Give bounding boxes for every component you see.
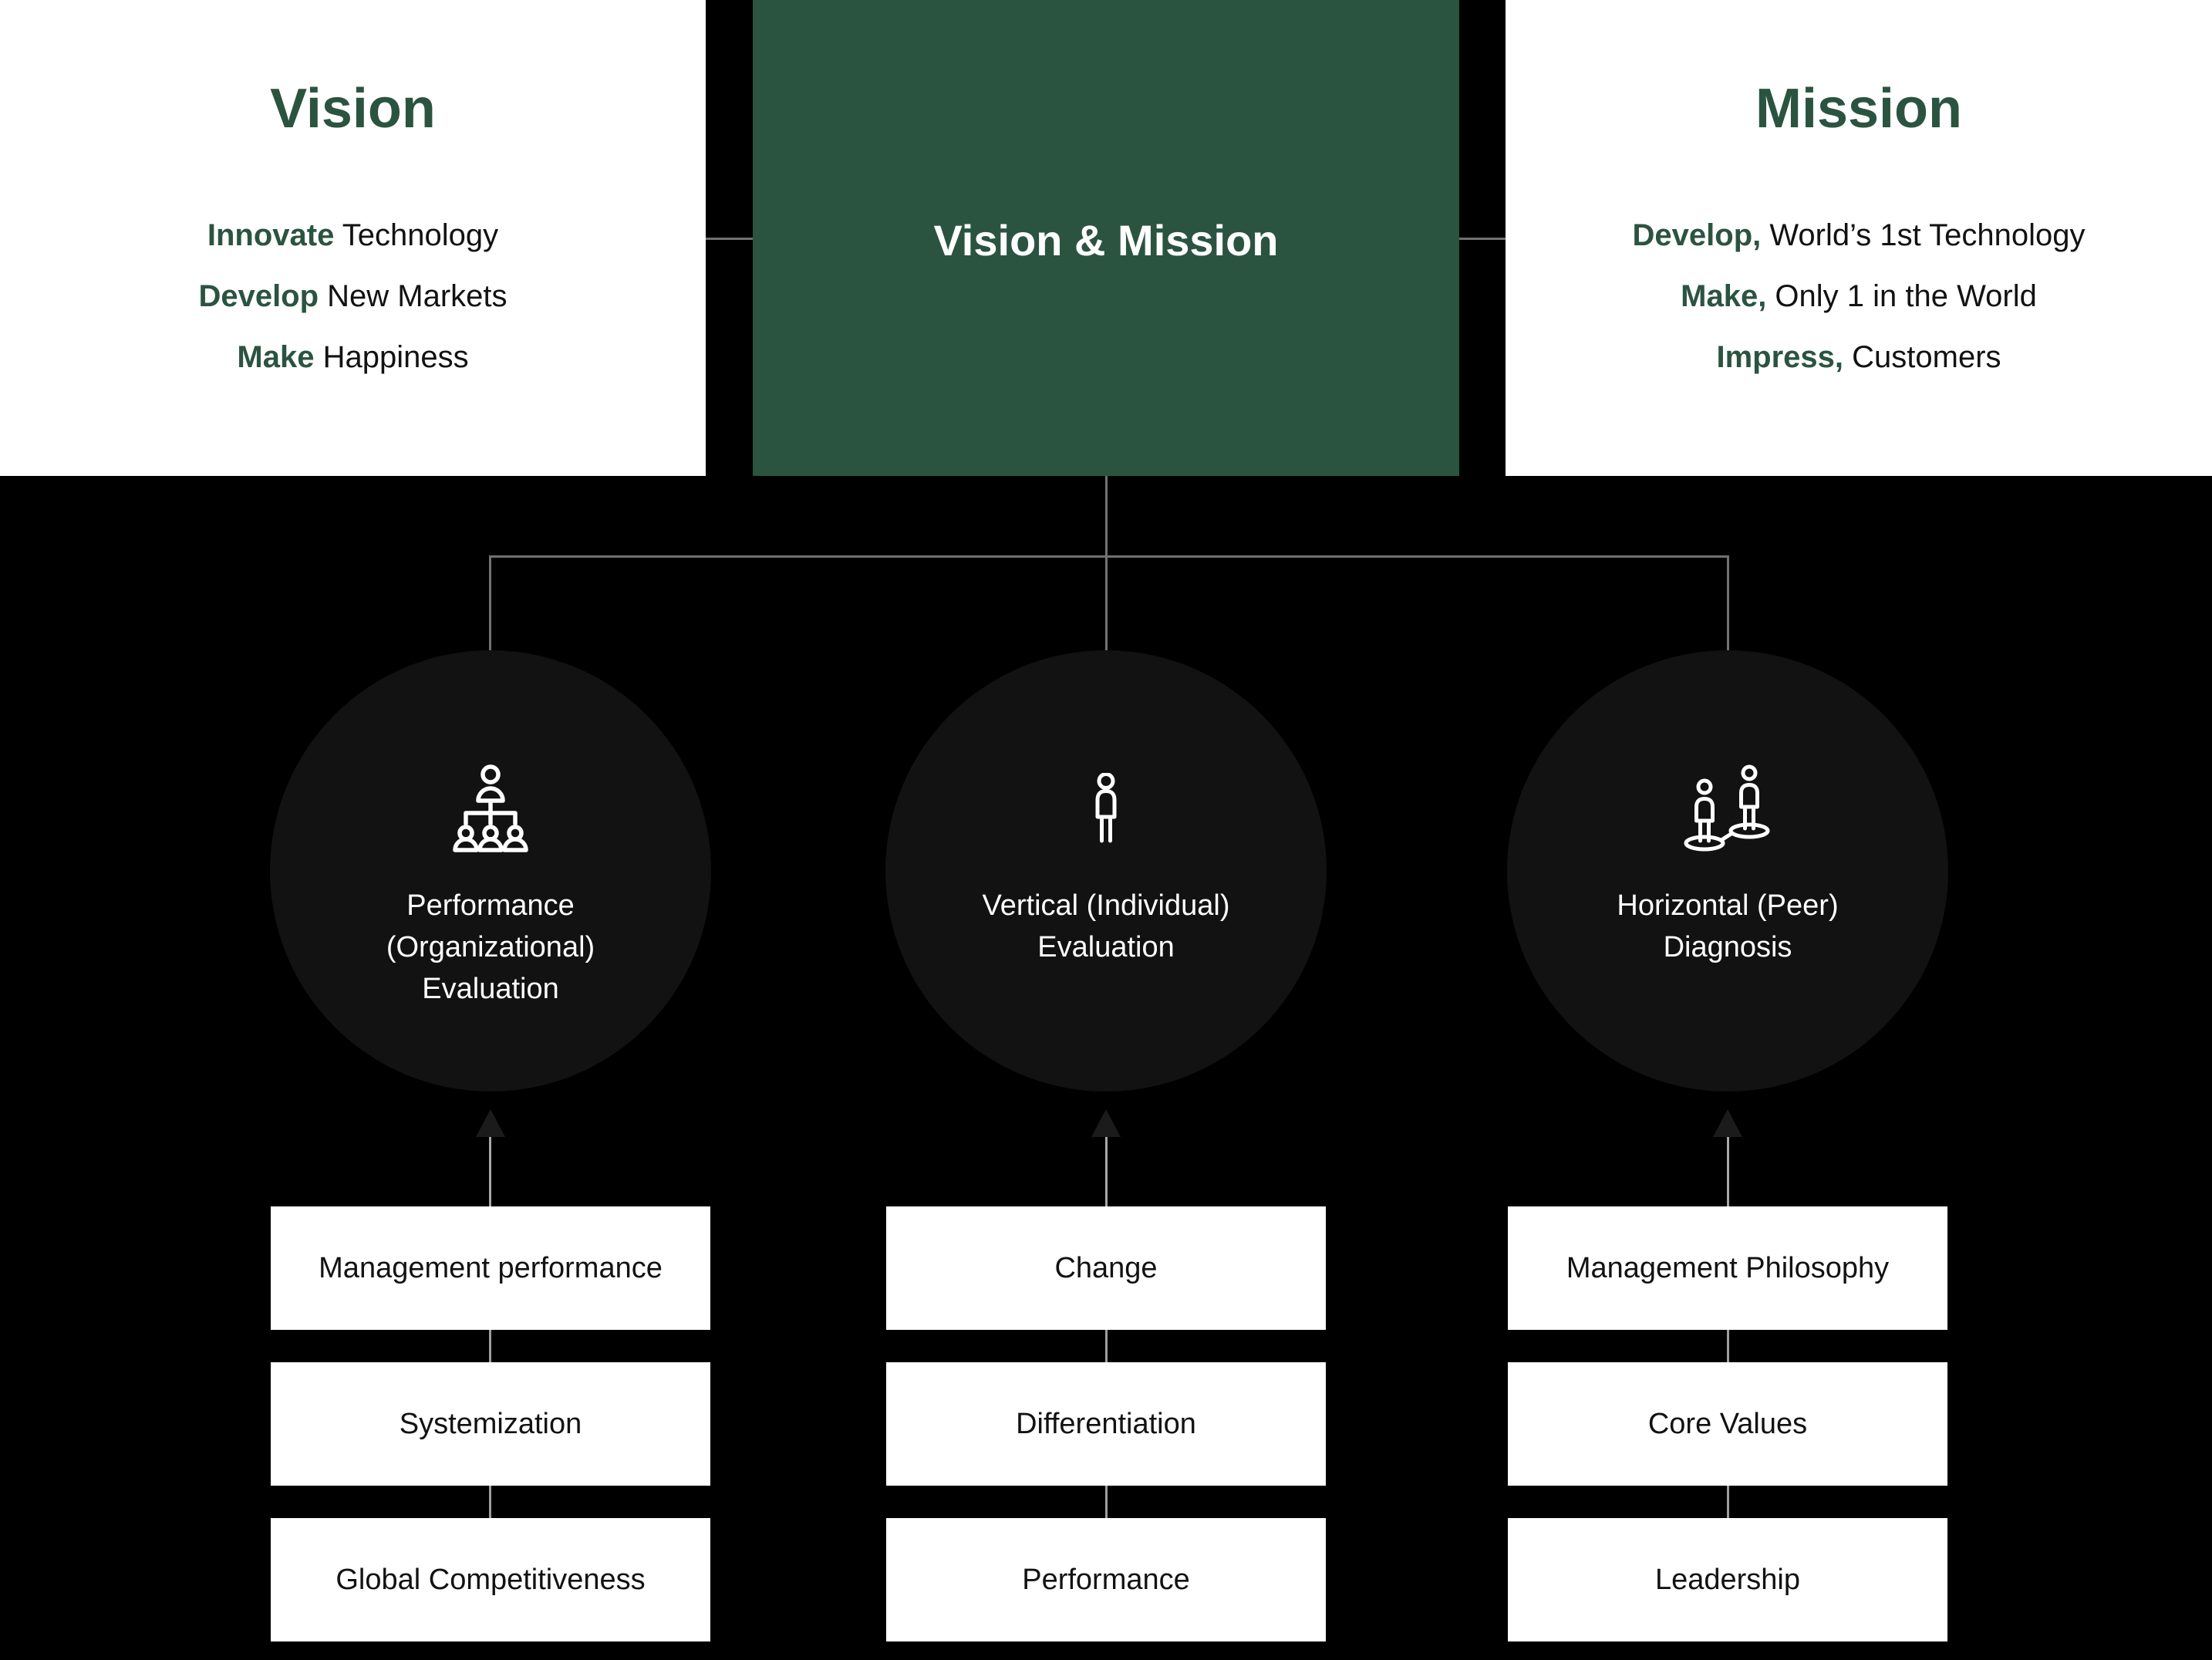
box-connector	[1727, 1330, 1729, 1362]
box-core-values: Core Values	[1508, 1362, 1947, 1486]
mission-item-rest: Customers	[1843, 340, 2001, 374]
vision-item: Make Happiness	[0, 327, 706, 388]
peer-diagnosis-icon	[1507, 764, 1948, 853]
box-label: Management Philosophy	[1566, 1251, 1890, 1284]
up-arrow-head-right	[1713, 1109, 1742, 1137]
box-systemization: Systemization	[271, 1362, 710, 1486]
circle-label: Horizontal (Peer) Diagnosis	[1617, 889, 1839, 963]
link-line-mission	[1459, 238, 1506, 240]
box-change: Change	[886, 1206, 1326, 1330]
vision-item-lead: Develop	[198, 279, 319, 313]
vertical-evaluation-circle: Vertical (Individual) Evaluation	[885, 650, 1327, 1091]
up-arrow-line-middle	[1105, 1137, 1108, 1206]
vision-statements: Innovate Technology Develop New Markets …	[0, 205, 706, 388]
vision-item-rest: New Markets	[319, 279, 507, 313]
vision-item-lead: Make	[237, 340, 315, 374]
link-line-vision	[706, 238, 753, 240]
drop-line-middle	[1105, 555, 1108, 650]
mission-item: Impress, Customers	[1506, 327, 2212, 388]
mission-item: Develop, World’s 1st Technology	[1506, 205, 2212, 266]
box-connector	[1105, 1486, 1108, 1518]
mission-panel: Mission Develop, World’s 1st Technology …	[1506, 0, 2212, 476]
mission-title: Mission	[1755, 78, 1963, 140]
box-connector	[489, 1330, 491, 1362]
box-label: Change	[1054, 1251, 1158, 1284]
up-arrow-line-right	[1727, 1137, 1729, 1206]
mission-item-lead: Impress,	[1716, 340, 1844, 374]
vision-item: Innovate Technology	[0, 205, 706, 266]
vision-mission-title: Vision & Mission	[933, 216, 1279, 265]
box-management-performance: Management performance	[271, 1206, 710, 1330]
box-differentiation: Differentiation	[886, 1362, 1326, 1486]
mission-item-rest: Only 1 in the World	[1766, 279, 2037, 313]
circle-label: Performance (Organizational) Evaluation	[386, 889, 595, 1005]
mission-item-rest: World’s 1st Technology	[1761, 218, 2086, 252]
mission-item: Make, Only 1 in the World	[1506, 266, 2212, 327]
drop-line-left	[489, 555, 491, 650]
box-performance: Performance	[886, 1518, 1326, 1641]
box-leadership: Leadership	[1508, 1518, 1947, 1641]
vision-mission-box: Vision & Mission	[753, 0, 1459, 476]
box-label: Leadership	[1654, 1563, 1801, 1596]
box-connector	[1105, 1330, 1108, 1362]
box-label: Global Competitiveness	[336, 1563, 646, 1596]
vision-item-rest: Technology	[334, 218, 499, 252]
drop-line-right	[1727, 555, 1729, 650]
person-icon	[885, 764, 1327, 853]
up-arrow-line-left	[489, 1137, 491, 1206]
mission-statements: Develop, World’s 1st Technology Make, On…	[1506, 205, 2212, 388]
up-arrow-head-middle	[1091, 1109, 1121, 1137]
vision-item-lead: Innovate	[207, 218, 335, 252]
mission-item-lead: Make,	[1681, 279, 1767, 313]
org-chart-icon	[270, 764, 711, 853]
vision-panel: Vision Innovate Technology Develop New M…	[0, 0, 706, 476]
box-label: Core Values	[1647, 1407, 1808, 1440]
box-label: Differentiation	[1016, 1407, 1196, 1440]
box-connector	[1727, 1486, 1729, 1518]
box-connector	[489, 1486, 491, 1518]
performance-evaluation-circle: Performance (Organizational) Evaluation	[270, 650, 711, 1091]
box-label: Management performance	[319, 1251, 663, 1284]
stem-line	[1105, 476, 1108, 556]
horizontal-diagnosis-circle: Horizontal (Peer) Diagnosis	[1507, 650, 1948, 1091]
up-arrow-head-left	[476, 1109, 505, 1137]
vision-title: Vision	[270, 78, 436, 140]
box-global-competitiveness: Global Competitiveness	[271, 1518, 710, 1641]
box-label: Systemization	[399, 1407, 582, 1440]
vision-item-rest: Happiness	[314, 340, 469, 374]
vision-item: Develop New Markets	[0, 266, 706, 327]
crossbar-line	[489, 555, 1729, 558]
box-management-philosophy: Management Philosophy	[1508, 1206, 1947, 1330]
circle-label: Vertical (Individual) Evaluation	[982, 889, 1230, 963]
mission-item-lead: Develop,	[1632, 218, 1762, 252]
box-label: Performance	[1022, 1563, 1190, 1596]
